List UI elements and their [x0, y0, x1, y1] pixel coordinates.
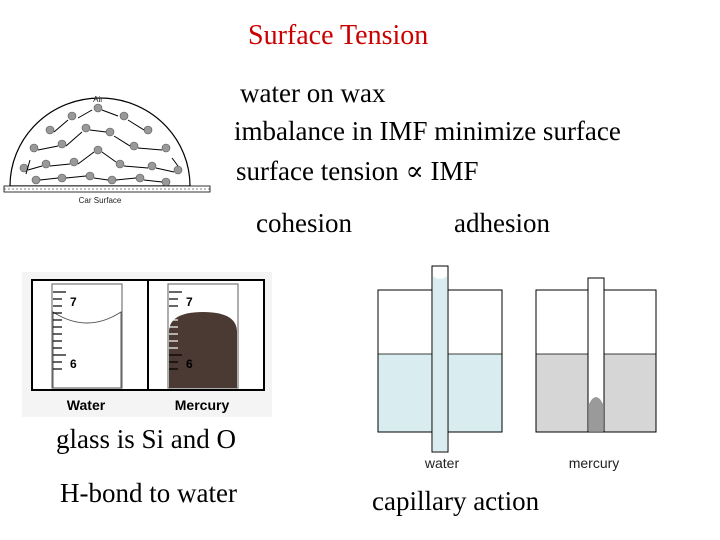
water-mark-6: 6	[70, 357, 77, 371]
water-cylinder: 7 6	[51, 283, 123, 389]
droplet-dome	[9, 97, 191, 187]
intermolecular-arrows	[25, 109, 179, 183]
text-adhesion: adhesion	[454, 208, 550, 238]
car-surface-label: Car Surface	[79, 196, 122, 205]
meniscus-figure: 7 6 7 6 Water Mercury	[22, 272, 272, 417]
surface-tension-prefix: surface tension	[236, 156, 406, 186]
proportional-symbol: ∝	[405, 156, 424, 186]
water-mark-7: 7	[70, 295, 77, 309]
text-glass: glass is Si and O	[56, 424, 237, 454]
water-droplet-figure: Air Car Surface	[3, 95, 211, 205]
mercury-meniscus	[169, 312, 237, 388]
mercury-mark-6: 6	[186, 357, 193, 371]
slide-title: Surface Tension	[248, 20, 429, 51]
text-capillary-action: capillary action	[372, 486, 540, 516]
text-imbalance: imbalance in IMF minimize surface	[234, 116, 621, 146]
text-water-on-wax: water on wax	[240, 78, 386, 108]
mercury-mark-7: 7	[186, 295, 193, 309]
text-hbond: H-bond to water	[60, 478, 237, 508]
mercury-in-tube	[589, 397, 603, 431]
water-beaker	[377, 265, 503, 453]
mercury-cylinder: 7 6	[167, 283, 239, 389]
capillary-water-label: water	[424, 455, 460, 471]
car-surface	[3, 185, 211, 193]
air-label: Air	[93, 95, 103, 104]
mercury-cylinder-label: Mercury	[175, 397, 230, 413]
water-in-tube	[433, 276, 447, 451]
capillary-mercury-label: mercury	[569, 455, 620, 471]
imf-suffix: IMF	[423, 156, 479, 186]
water-meniscus	[52, 311, 122, 389]
capillary-figure: water mercury	[377, 265, 657, 471]
mercury-beaker	[535, 277, 657, 433]
text-surface-tension-proportional: surface tension ∝ IMF	[236, 156, 478, 187]
text-cohesion: cohesion	[256, 208, 352, 238]
water-cylinder-label: Water	[67, 397, 106, 413]
